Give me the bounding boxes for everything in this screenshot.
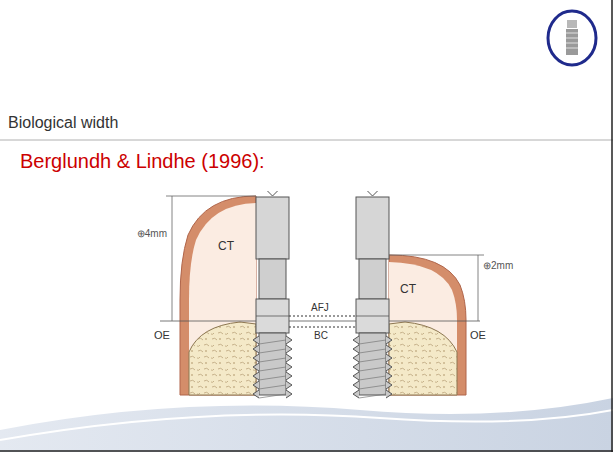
implants bbox=[253, 191, 392, 398]
soft-tissue bbox=[180, 196, 256, 395]
implant bbox=[253, 191, 292, 398]
part-label: BC bbox=[314, 330, 328, 341]
part-label: CT bbox=[218, 240, 234, 253]
implant bbox=[353, 191, 392, 398]
afj-line bbox=[289, 316, 356, 317]
connective-tissue bbox=[389, 262, 457, 395]
connective-tissue bbox=[189, 203, 256, 395]
part-label: OE bbox=[470, 329, 486, 341]
header-rule bbox=[0, 140, 613, 141]
slide-border bbox=[0, 450, 613, 452]
bone bbox=[189, 322, 256, 395]
bc-line bbox=[289, 327, 356, 328]
slide-border bbox=[611, 0, 613, 452]
soft-tissue bbox=[389, 255, 466, 395]
part-label: CT bbox=[400, 283, 416, 296]
part-label: OE bbox=[154, 329, 170, 341]
footer-swoosh bbox=[0, 398, 613, 452]
part-label: ⊕2mm bbox=[483, 260, 513, 271]
slide-title: Biological width bbox=[8, 114, 118, 132]
reference-line bbox=[160, 321, 480, 322]
logo bbox=[548, 11, 596, 65]
footer-swoosh bbox=[0, 410, 613, 440]
part-label: AFJ bbox=[311, 302, 329, 313]
dimension-line bbox=[166, 196, 484, 321]
slide-heading: Berglundh & Lindhe (1996): bbox=[20, 150, 265, 172]
bone bbox=[389, 322, 457, 395]
part-label: ⊕4mm bbox=[137, 228, 167, 239]
